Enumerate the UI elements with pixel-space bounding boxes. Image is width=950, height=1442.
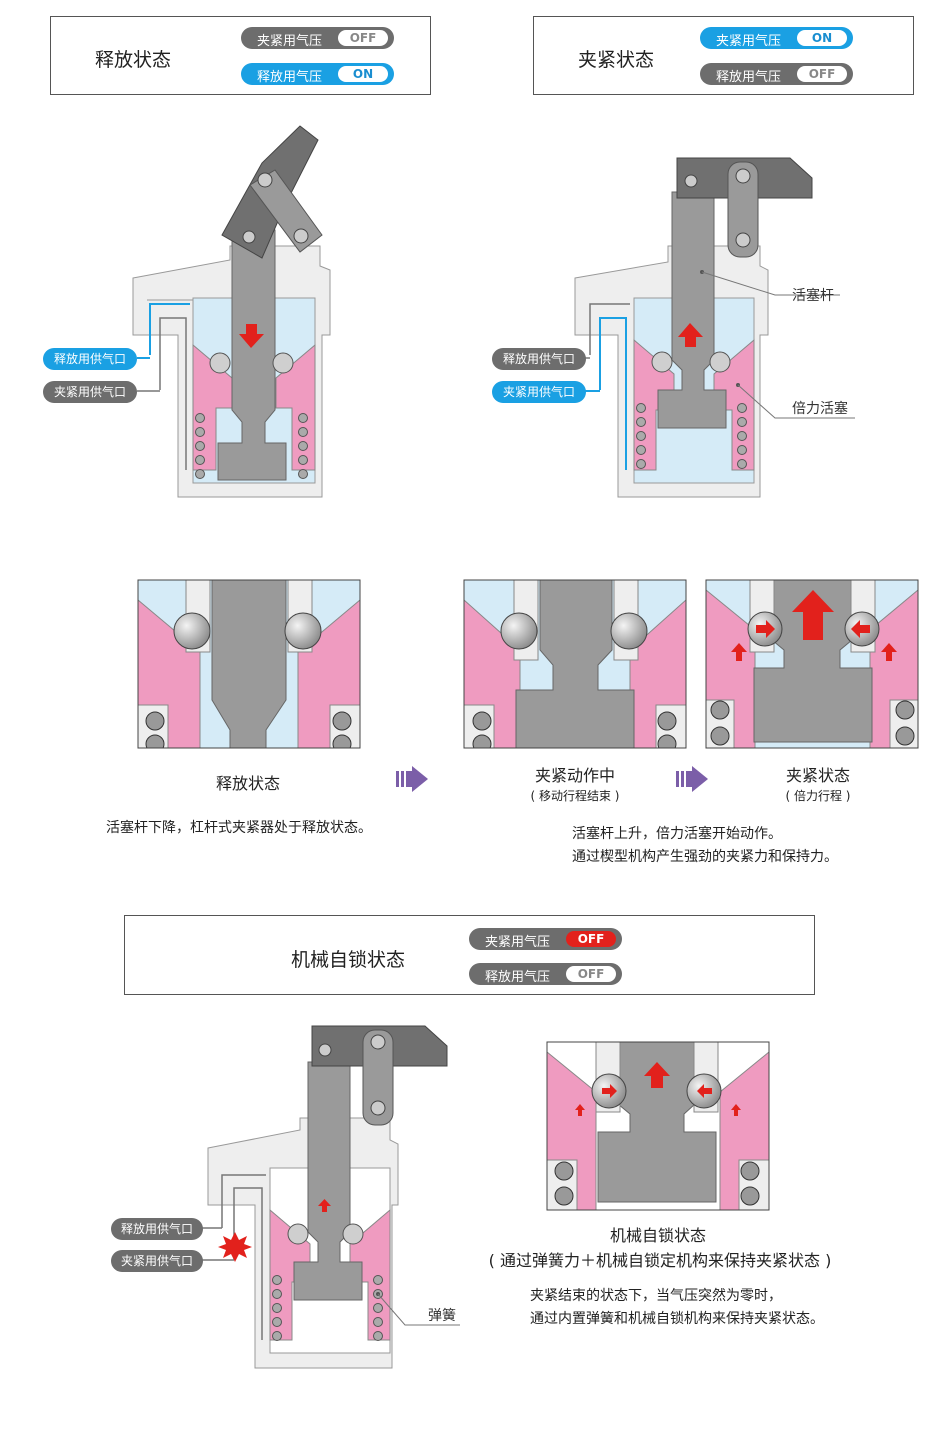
clamp-description-line1: 活塞杆上升，倍力活塞开始动作。 (572, 826, 782, 842)
arrow-right-icon (396, 766, 428, 792)
clamp-air-pill: 夹紧用气压 ON (700, 27, 853, 49)
lock-state-title: 机械自锁状态 (291, 949, 406, 971)
lock-state-box: 机械自锁状态 夹紧用气压 OFF 释放用气压 OFF (124, 915, 815, 995)
release-state-box: 释放状态 夹紧用气压 OFF 释放用气压 ON (50, 16, 431, 95)
clamp-description-line2: 通过楔型机构产生强劲的夹紧力和保持力。 (572, 849, 838, 865)
lock-caption-title: 机械自锁状态 (609, 1226, 706, 1245)
clamp-port-label: 夹紧用供气口 (111, 1250, 203, 1272)
detail-title-clamping: 夹紧动作中 (534, 766, 615, 785)
clamp-air-pill: 夹紧用气压 OFF (469, 928, 622, 950)
release-port-label: 释放用供气口 (43, 348, 137, 370)
detail-subtitle-clamping: ( 移动行程结束 ) (530, 789, 620, 803)
lock-caption-subtitle: ( 通过弹簧力＋机械自锁定机构来保持夹紧状态 ) (488, 1251, 832, 1270)
clamp-state-box: 夹紧状态 夹紧用气压 ON 释放用气压 OFF (533, 16, 914, 95)
clamp-state-title: 夹紧状态 (578, 49, 655, 71)
release-port-label: 释放用供气口 (492, 348, 586, 370)
detail-subtitle-clamped: ( 倍力行程 ) (785, 789, 851, 803)
clamp-air-pill: 夹紧用气压 OFF (241, 27, 394, 49)
lock-description-line1: 夹紧结束的状态下，当气压突然为零时， (530, 1288, 782, 1304)
release-air-pill: 释放用气压 OFF (469, 963, 622, 985)
detail-title-clamped: 夹紧状态 (785, 766, 850, 785)
lock-description-line2: 通过内置弹簧和机械自锁机构来保持夹紧状态。 (530, 1311, 824, 1327)
burst-icon (218, 1232, 252, 1262)
clamp-port-label: 夹紧用供气口 (492, 381, 586, 403)
spring-callout: 弹簧 (428, 1308, 456, 1324)
booster-piston-callout: 倍力活塞 (792, 401, 848, 417)
clamp-port-label: 夹紧用供气口 (43, 381, 137, 403)
release-air-pill: 释放用气压 OFF (700, 63, 853, 85)
release-port-label: 释放用供气口 (111, 1218, 203, 1240)
release-state-title: 释放状态 (95, 49, 172, 71)
arrow-right-icon (676, 766, 708, 792)
release-description: 活塞杆下降，杠杆式夹紧器处于释放状态。 (106, 820, 372, 836)
piston-rod-callout: 活塞杆 (792, 288, 834, 304)
detail-title-release: 释放状态 (215, 774, 280, 793)
release-air-pill: 释放用气压 ON (241, 63, 394, 85)
